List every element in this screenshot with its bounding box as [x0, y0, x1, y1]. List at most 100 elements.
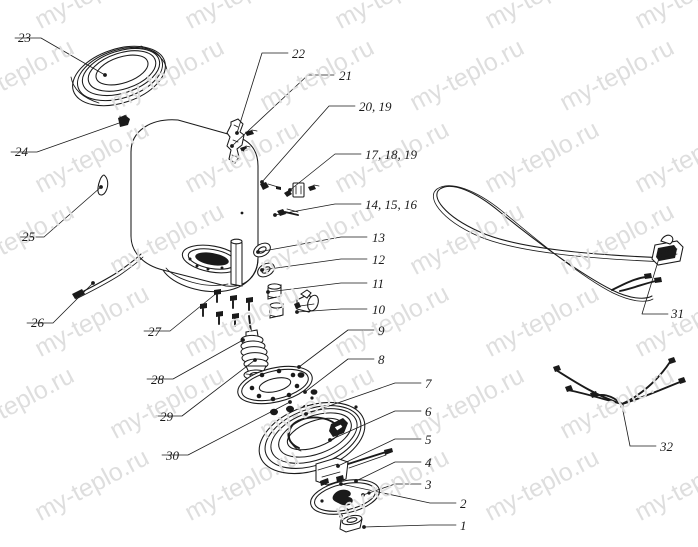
leader-line-3 — [362, 483, 422, 496]
callout-label-23: 23 — [18, 30, 31, 45]
leader-line-7 — [305, 382, 422, 415]
leader-line-30 — [161, 401, 291, 456]
leader-line-4 — [355, 461, 422, 482]
part-valve-9 — [294, 289, 319, 313]
leader-arrowhead-2 — [339, 482, 343, 486]
leader-line-10 — [296, 308, 368, 313]
callout-label-14-15-16: 14, 15, 16 — [365, 197, 417, 212]
leader-line-2 — [340, 483, 457, 504]
callout-label-2: 2 — [460, 496, 467, 511]
leader-line-5 — [337, 438, 422, 467]
callout-label-7: 7 — [425, 376, 432, 391]
leader-arrowhead-6 — [328, 438, 332, 442]
callout-leader-lines — [10, 37, 669, 529]
leader-line-8 — [304, 358, 375, 393]
leader-line-13 — [257, 236, 368, 253]
part-wire-set-32 — [553, 357, 686, 405]
callout-label-28: 28 — [151, 372, 164, 387]
callout-label-3: 3 — [425, 477, 432, 492]
leader-arrowhead-21 — [230, 144, 234, 148]
leader-arrowhead-29 — [253, 358, 257, 362]
part-rod-26 — [72, 253, 144, 300]
leader-arrowhead-23 — [103, 73, 107, 77]
leader-arrowhead-10 — [295, 310, 299, 314]
leader-line-6 — [329, 410, 422, 441]
part-bracket-22 — [226, 118, 245, 164]
leader-arrowhead-12 — [260, 268, 264, 272]
leader-line-11 — [267, 282, 368, 293]
leader-arrowhead-28 — [241, 338, 245, 342]
callout-label-5: 5 — [425, 432, 432, 447]
leader-arrowhead-26 — [91, 281, 95, 285]
leader-line-23 — [14, 37, 106, 76]
leader-arrowhead-27 — [216, 290, 220, 294]
leader-line-31 — [641, 254, 669, 315]
leader-line-26 — [26, 282, 94, 324]
leader-line-28 — [146, 339, 244, 380]
leader-arrowhead-5 — [336, 464, 340, 468]
callout-label-25: 25 — [22, 229, 35, 244]
leader-line-22 — [236, 52, 289, 134]
callout-label-24: 24 — [15, 144, 28, 159]
part-power-cord-31 — [432, 185, 684, 302]
callout-label-20-19: 20, 19 — [359, 99, 392, 114]
leader-line-24 — [10, 121, 123, 153]
leader-line-32 — [621, 405, 657, 447]
leader-arrowhead-9 — [297, 365, 301, 369]
leader-arrowhead-20-19 — [260, 180, 264, 184]
part-clip-24 — [118, 114, 130, 127]
leader-arrowhead-4 — [354, 479, 358, 483]
leader-arrowhead-24 — [120, 120, 124, 124]
callout-label-27: 27 — [148, 324, 161, 339]
callout-label-17-18-19: 17, 18, 19 — [365, 147, 417, 162]
callout-label-10: 10 — [372, 302, 385, 317]
leader-line-25 — [17, 186, 102, 238]
leader-arrowhead-14-15-16 — [273, 213, 277, 217]
leader-arrowhead-11 — [266, 290, 270, 294]
leader-arrowhead-31 — [658, 253, 662, 257]
leader-arrowhead-13 — [256, 250, 260, 254]
callout-label-26: 26 — [31, 315, 44, 330]
leader-arrowhead-32 — [620, 404, 624, 408]
part-bushing-11 — [267, 283, 282, 300]
callout-label-1: 1 — [460, 518, 467, 533]
leader-line-27 — [143, 291, 219, 332]
leader-arrowhead-1 — [362, 525, 366, 529]
part-blade-25 — [97, 174, 109, 196]
leader-line-29 — [155, 359, 256, 417]
leader-arrowhead-8 — [303, 390, 307, 394]
leader-arrowhead-22 — [235, 131, 239, 135]
part-seal-12 — [257, 262, 275, 278]
callout-label-22: 22 — [292, 46, 305, 61]
leader-arrowhead-25 — [99, 185, 103, 189]
callout-label-4: 4 — [425, 455, 432, 470]
callout-label-8: 8 — [378, 352, 385, 367]
part-screws-row — [200, 289, 253, 327]
callout-label-30: 30 — [166, 448, 179, 463]
leader-line-9 — [298, 329, 375, 368]
part-tank-body — [130, 119, 259, 293]
part-bushing-10 — [269, 302, 284, 319]
leader-line-21 — [231, 74, 335, 147]
callout-label-29: 29 — [160, 409, 173, 424]
callout-label-13: 13 — [372, 230, 385, 245]
callout-label-32: 32 — [660, 439, 673, 454]
callout-label-21: 21 — [339, 68, 352, 83]
leader-arrowhead-30 — [288, 400, 292, 404]
callout-label-11: 11 — [372, 276, 385, 291]
part-cap-1-2 — [339, 514, 363, 533]
leader-line-12 — [261, 258, 368, 271]
leader-line-20-19 — [261, 105, 356, 183]
leader-line-14-15-16 — [274, 203, 362, 216]
leader-arrowhead-17-18-19 — [288, 188, 292, 192]
callout-label-9: 9 — [378, 323, 385, 338]
leader-line-17-18-19 — [289, 153, 362, 191]
part-bottom-cover — [258, 396, 366, 474]
callout-label-12: 12 — [372, 252, 385, 267]
callout-label-31: 31 — [671, 306, 684, 321]
part-top-cover-ring — [70, 45, 168, 107]
callout-label-6: 6 — [425, 404, 432, 419]
leader-arrowhead-7 — [304, 412, 308, 416]
